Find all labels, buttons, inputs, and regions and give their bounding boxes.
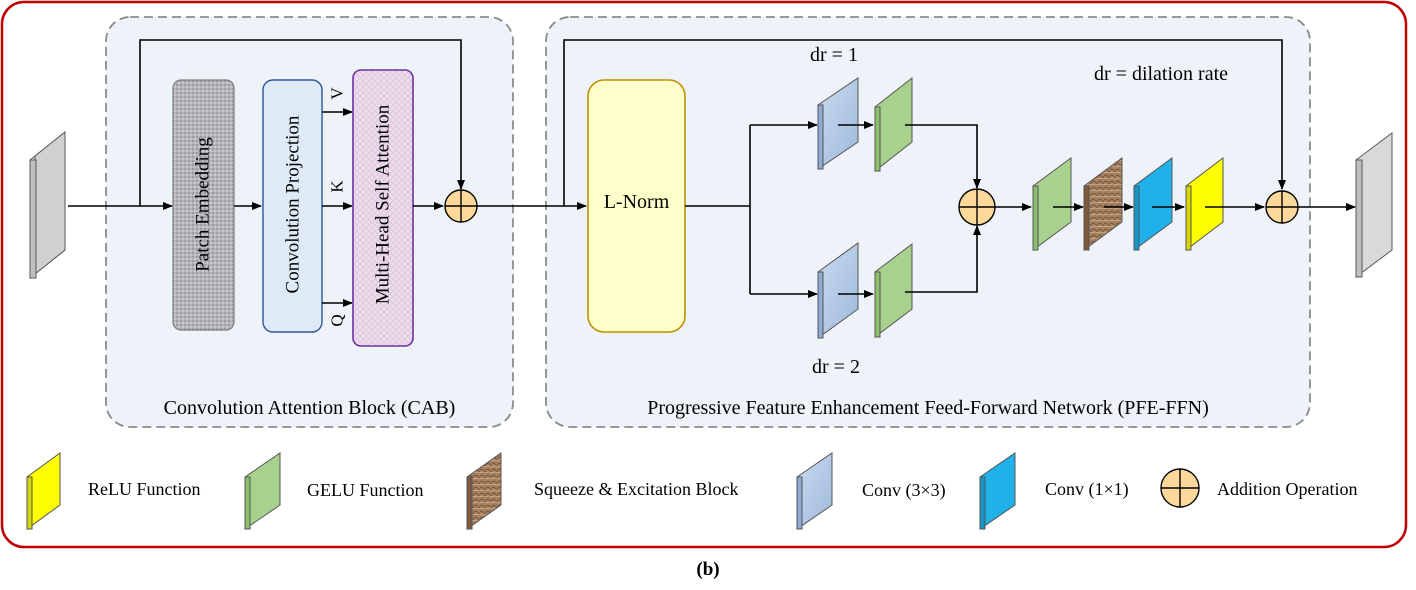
conv-projection-label: Convolution Projection	[282, 115, 304, 294]
legend-gelu-icon	[244, 452, 281, 530]
patch-embedding-label: Patch Embedding	[192, 137, 214, 272]
pfe-title: Progressive Feature Enhancement Feed-For…	[647, 397, 1209, 419]
mhsa-block	[352, 69, 414, 347]
arrow-gelu-dr2-to-add	[905, 225, 981, 293]
se-block	[1083, 157, 1123, 251]
gelu-block	[1032, 157, 1072, 251]
legend-relu-icon	[26, 452, 61, 530]
k-label: K	[327, 180, 347, 193]
conv3x3-dr1	[817, 77, 859, 170]
legend-gelu-label: GELU Function	[307, 480, 424, 500]
cab-addition-node	[444, 189, 478, 223]
legend-addition-icon	[1160, 468, 1200, 508]
cab-title: Convolution Attention Block (CAB)	[163, 397, 456, 419]
gelu-dr1	[874, 76, 913, 173]
legend-relu-label: ReLU Function	[88, 479, 201, 499]
legend-conv1x1-icon	[979, 452, 1016, 530]
pfe-addition-node	[958, 188, 996, 226]
pfe-panel	[545, 16, 1311, 428]
final-addition-node	[1265, 190, 1299, 224]
conv1x1-block	[1133, 157, 1173, 251]
input-feature-map	[29, 130, 66, 280]
v-label: V	[327, 87, 347, 100]
conv3x3-dr2	[817, 242, 859, 339]
patch-embedding-block	[172, 79, 235, 331]
dilation-rate-note: dr = dilation rate	[1094, 63, 1229, 85]
cab-skip-connection	[139, 39, 465, 206]
legend-conv3x3-icon	[796, 452, 833, 530]
legend-addition-label: Addition Operation	[1217, 479, 1358, 499]
figure-caption: (b)	[696, 559, 720, 580]
mhsa-label: Multi-Head Self Attention	[372, 104, 394, 305]
output-feature-map	[1355, 132, 1393, 278]
dr1-label: dr = 1	[810, 44, 858, 66]
dr2-label: dr = 2	[812, 356, 860, 378]
relu-block	[1185, 156, 1224, 252]
gelu-dr2	[874, 242, 913, 339]
pfe-skip-connection	[563, 39, 1286, 206]
lnorm-label: L-Norm	[603, 191, 670, 213]
legend-se-icon	[466, 452, 502, 530]
legend-conv1x1-label: Conv (1×1)	[1045, 479, 1129, 499]
legend-conv3x3-label: Conv (3×3)	[862, 480, 946, 500]
q-label: Q	[327, 314, 347, 327]
arrow-gelu-dr1-to-add	[905, 124, 981, 189]
legend-se-label: Squeeze & Excitation Block	[534, 479, 739, 499]
